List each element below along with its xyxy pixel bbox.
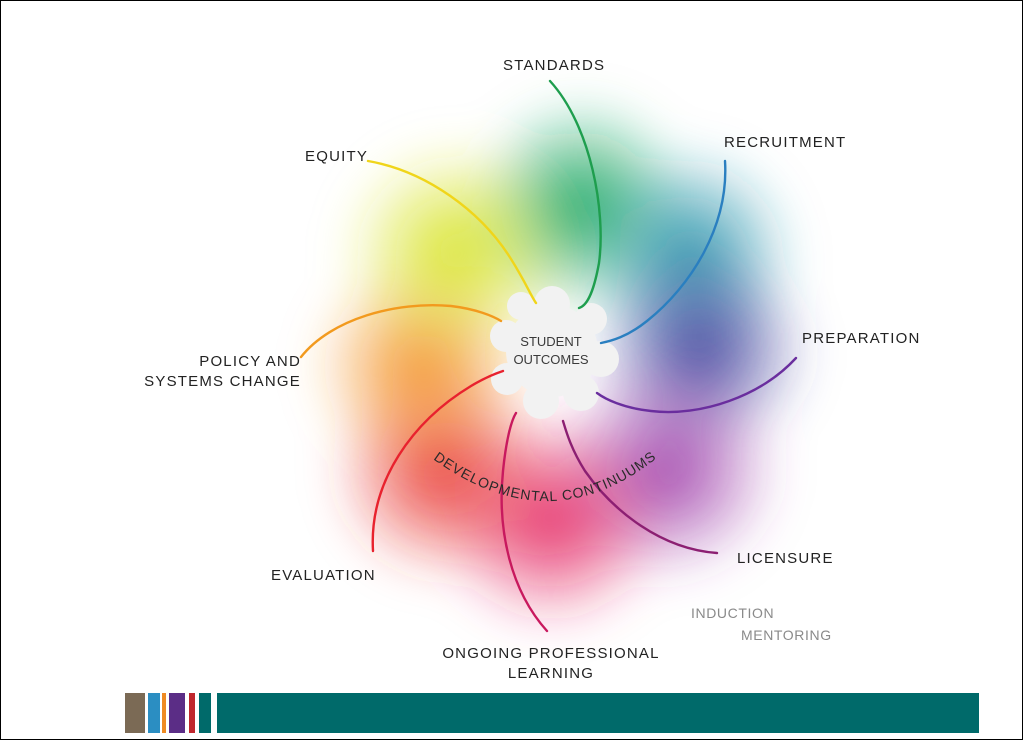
footer-bar [217,693,979,733]
footer-stripe-teal [199,693,211,733]
footer-stripe-purple [169,693,185,733]
spoke-standards [548,79,602,310]
label-ongoing-line2: LEARNING [507,665,595,682]
label-equity: EQUITY [305,148,369,165]
footer-stripe-brown [125,693,145,733]
spoke-equity [366,159,538,305]
label-evaluation: EVALUATION [271,567,376,584]
spoke-policy [299,304,503,359]
label-ongoing-professional-learning: ONGOING PROFESSIONAL LEARNING [431,644,671,684]
label-preparation: PREPARATION [802,330,921,347]
label-ongoing-line1: ONGOING PROFESSIONAL [442,645,660,662]
wheel-color-blobs [311,96,811,631]
label-mentoring: MENTORING [741,627,832,643]
label-policy-and-systems-change: POLICY AND SYSTEMS CHANGE [121,352,301,392]
label-licensure: LICENSURE [737,550,834,567]
footer-stripe-red [189,693,195,733]
center-label: STUDENT OUTCOMES [503,333,599,369]
center-label-line2: OUTCOMES [513,352,589,367]
label-standards: STANDARDS [503,57,606,74]
footer-stripe-orange [162,693,166,733]
spoke-recruitment [599,159,727,345]
center-flower [490,286,619,419]
spoke-licensure [561,419,719,555]
spoke-ongoing [500,411,549,633]
label-recruitment: RECRUITMENT [724,134,847,151]
spoke-preparation [595,356,798,414]
spoke-evaluation [371,369,505,553]
label-induction: INDUCTION [691,605,775,621]
center-label-line1: STUDENT [520,334,582,349]
label-policy-line2: SYSTEMS CHANGE [144,373,301,390]
label-policy-line1: POLICY AND [199,353,301,370]
footer-stripe-blue [148,693,160,733]
spoke-lines [299,79,798,633]
